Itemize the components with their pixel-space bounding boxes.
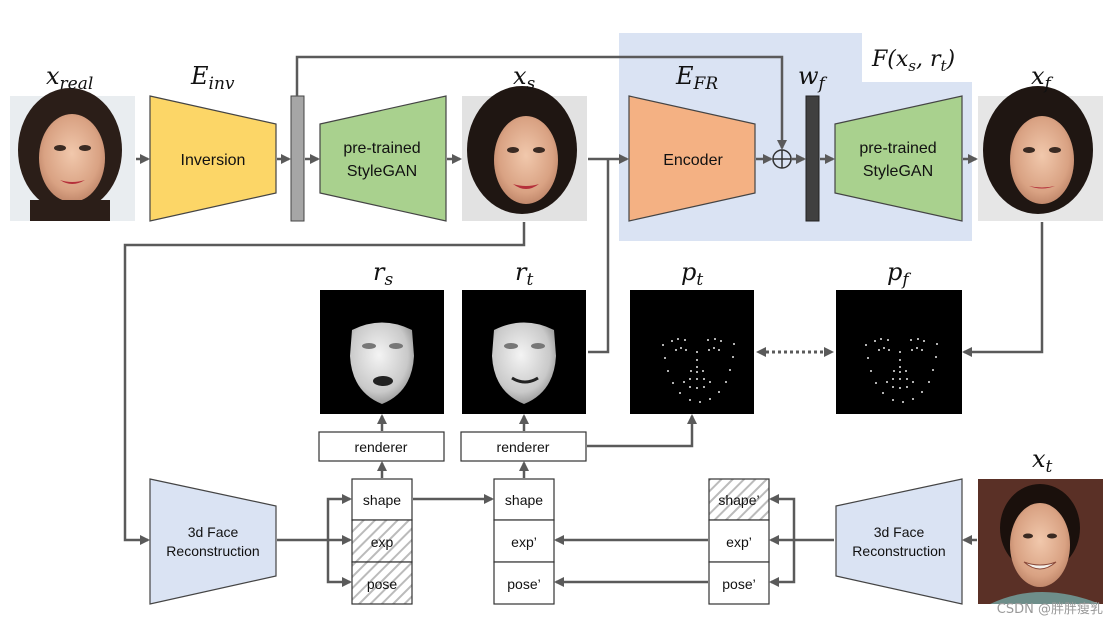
param-right-exp: [708, 519, 770, 563]
renderer-left-label: renderer: [355, 439, 408, 455]
r-t-label: rt: [515, 258, 533, 290]
stylegan2-label-line1: pre-trained: [859, 140, 936, 157]
latent-bar-inv: [290, 95, 305, 222]
watermark: CSDN @胖胖瘦乳: [997, 601, 1103, 617]
encoder-label: Encoder: [663, 152, 723, 169]
param-right-shape-label: shape’: [718, 492, 759, 508]
arrow-recon-left-pose: [326, 540, 352, 587]
x-s-label: xs: [513, 62, 536, 94]
param-left-shape-label: shape: [363, 492, 401, 508]
e-fr-label: EFR: [675, 62, 718, 94]
stylegan2-label-line2: StyleGAN: [863, 163, 933, 180]
p-f-label: pf: [887, 258, 911, 290]
encoder-block: [628, 95, 756, 222]
landmark-link-head-right: [824, 347, 834, 357]
renderer-left: [318, 431, 445, 462]
param-left-pose: [351, 561, 413, 605]
arrow-xf-pf: [962, 222, 1044, 357]
arrow-recon-right-shape: [769, 494, 834, 542]
param-mid-exp-label: exp’: [511, 534, 537, 550]
inversion-block: [149, 95, 277, 222]
inversion-label: Inversion: [181, 152, 246, 169]
x-real-label: xreal: [46, 62, 93, 94]
param-mid-pose: [493, 561, 555, 605]
arrow-recon-right-pose: [769, 540, 796, 587]
arrow-rt-encoder: [588, 159, 610, 354]
x-s-image: [462, 86, 587, 221]
recon-left-label-line2: Reconstruction: [166, 543, 259, 559]
stylegan1-label-line1: pre-trained: [343, 140, 420, 157]
p-t-label: pt: [681, 258, 703, 290]
recon-left-label-line1: 3d Face: [188, 524, 239, 540]
param-mid-pose-label: pose’: [507, 576, 540, 592]
x-t-label: xt: [1032, 445, 1053, 477]
add-node: [772, 149, 792, 169]
renderer-right: [460, 431, 587, 462]
p-t-landmarks: [630, 290, 754, 414]
r-t-render: [462, 290, 586, 414]
arrow-xs-recon: [123, 222, 526, 545]
param-right-shape: [708, 478, 770, 521]
recon-right-label-line2: Reconstruction: [852, 543, 945, 559]
arrow-recon-left-shape: [277, 494, 352, 542]
param-left-exp-label: exp: [371, 534, 394, 550]
x-real-image: [10, 88, 135, 221]
r-s-label: rs: [373, 258, 393, 290]
latent-bar-wf: [805, 95, 820, 222]
recon-right-label-line1: 3d Face: [874, 524, 925, 540]
stylegan-block-2: [834, 95, 963, 222]
param-mid-shape-label: shape: [505, 492, 543, 508]
w-f-label: wf: [798, 62, 828, 94]
recon-block-left: [149, 478, 277, 605]
f-function-label: F(xs, rt): [871, 47, 955, 75]
param-right-exp-label: exp’: [726, 534, 752, 550]
param-left-shape: [351, 478, 413, 521]
stylegan-block-1: [319, 95, 447, 222]
r-s-render: [320, 290, 444, 414]
x-f-label: xf: [1031, 62, 1054, 94]
param-right-pose: [708, 561, 770, 605]
landmark-link-head-left: [756, 347, 766, 357]
p-f-landmarks: [836, 290, 962, 414]
x-f-image: [978, 86, 1103, 221]
param-left-pose-label: pose: [367, 576, 398, 592]
e-inv-label: Einv: [190, 62, 235, 94]
recon-block-right: [835, 478, 963, 605]
arrow-skip-latent: [295, 55, 787, 150]
stylegan1-label-line2: StyleGAN: [347, 163, 417, 180]
renderer-right-label: renderer: [497, 439, 550, 455]
arrow-renderer-pt: [587, 414, 697, 448]
param-mid-shape: [493, 478, 555, 521]
x-t-image: [978, 479, 1103, 604]
param-right-pose-label: pose’: [722, 576, 755, 592]
